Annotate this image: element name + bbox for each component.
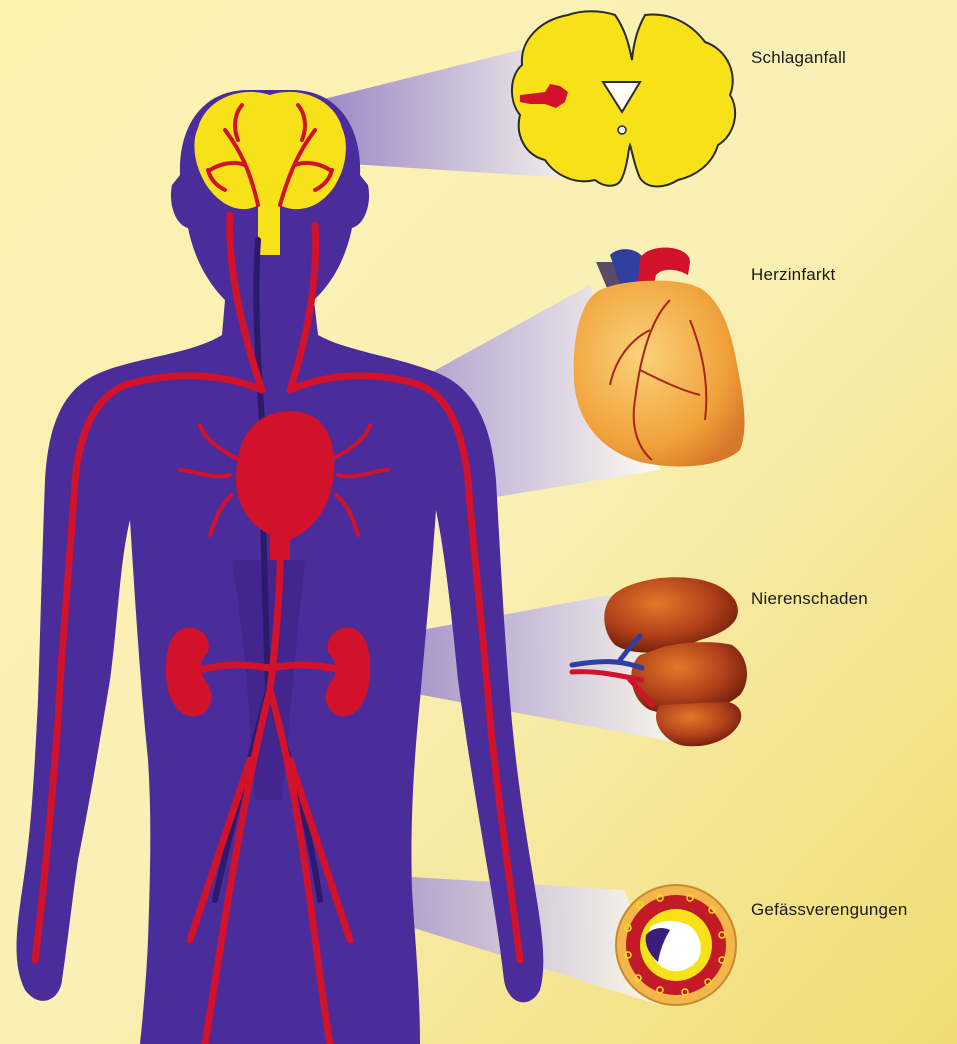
label-stroke: Schlaganfall bbox=[751, 48, 846, 68]
label-kidney-damage: Nierenschaden bbox=[751, 589, 868, 609]
label-heart-attack: Herzinfarkt bbox=[751, 265, 835, 285]
brain-cross-section bbox=[512, 11, 735, 186]
vessel-cross-section bbox=[616, 885, 736, 1005]
label-vessel-narrowing: Gefässverengungen bbox=[751, 900, 908, 920]
